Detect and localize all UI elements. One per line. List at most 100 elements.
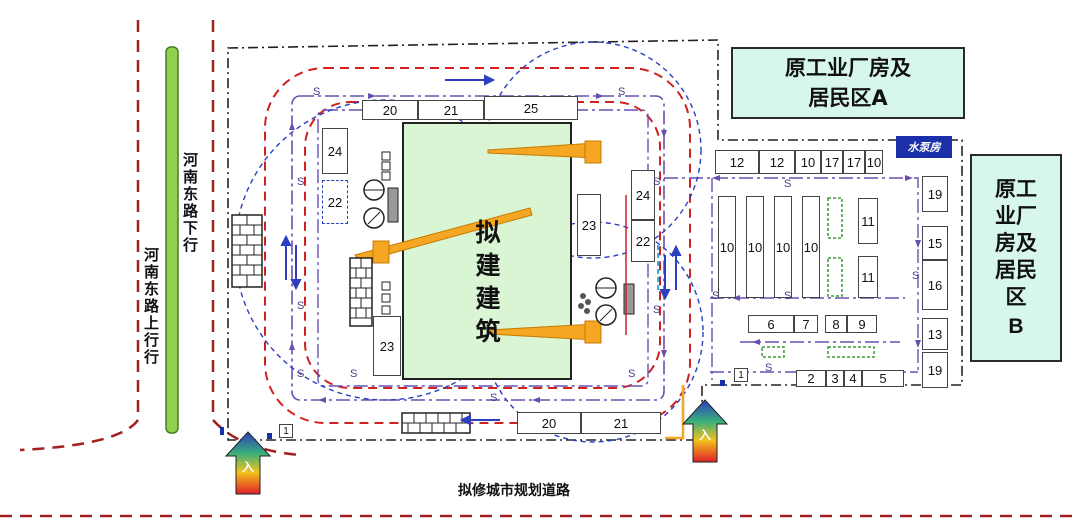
facility-4-label: 4: [849, 371, 857, 386]
s-marker: S: [313, 86, 321, 98]
s-marker: S: [912, 270, 920, 282]
facility-10-col4-label: 10: [803, 239, 819, 255]
facility-15-label: 15: [927, 235, 943, 251]
facility-10-col1: 10: [718, 196, 736, 298]
facility-12a-label: 12: [729, 154, 745, 170]
s-marker: S: [628, 368, 636, 380]
entrance-arrow-right: [681, 399, 729, 463]
facility-10c-label: 10: [866, 154, 882, 170]
brick-stack-bottom: [401, 412, 471, 434]
facility-10-col4: 10: [802, 196, 820, 298]
crane-mast-bottom: [584, 320, 602, 344]
equipment-left: [363, 151, 399, 315]
facility-10-col1-label: 10: [719, 239, 735, 255]
crane-radius-top: [484, 41, 702, 259]
facility-5: 5: [862, 370, 904, 387]
s-marker: S: [297, 368, 305, 380]
zone-a: 原工业厂房及 居民区A: [731, 47, 965, 119]
s-marker: S: [490, 392, 498, 404]
facility-19b: 19: [922, 352, 948, 388]
gate-post-right: [720, 380, 725, 386]
facility-24-right: 24: [631, 170, 655, 220]
facility-17b: 17: [843, 150, 865, 174]
facility-11b-label: 11: [861, 269, 875, 285]
facility-20-bottom-label: 20: [541, 415, 557, 431]
facility-3-label: 3: [831, 371, 839, 386]
brick-stack-inner: [349, 257, 373, 327]
direction-arrows: [280, 74, 682, 426]
facility-25: 25: [484, 96, 578, 120]
facility-12b-label: 12: [769, 154, 785, 170]
facility-21-top: 21: [418, 100, 484, 120]
facility-10-row-label: 10: [800, 154, 816, 170]
zone-b-letter: B: [1008, 315, 1024, 338]
facility-7: 7: [794, 315, 818, 333]
facility-25-label: 25: [523, 100, 539, 116]
facility-24-left-label: 24: [327, 143, 343, 159]
facility-21-bottom: 21: [581, 412, 661, 434]
facility-16: 16: [922, 260, 948, 310]
facility-20-top: 20: [362, 100, 418, 120]
site-boundary: [227, 39, 963, 441]
brick-stack-left: [231, 214, 263, 288]
s-marker: S: [765, 362, 773, 374]
s-marker: S: [297, 176, 305, 188]
facility-22-left: 22: [322, 180, 348, 224]
facility-19a-label: 19: [927, 186, 943, 202]
facility-8: 8: [825, 315, 847, 333]
facility-19b-label: 19: [927, 362, 943, 378]
shrubs: [761, 197, 875, 358]
facility-19a: 19: [922, 176, 948, 212]
route-right-top: [664, 177, 919, 372]
facility-10-row: 10: [795, 150, 821, 174]
s-marker: S: [297, 300, 305, 312]
facility-24-right-label: 24: [635, 187, 651, 203]
facility-10-col2: 10: [746, 196, 764, 298]
facility-10-col2-label: 10: [747, 239, 763, 255]
building-label: 拟 建 建 筑: [470, 183, 506, 348]
facility-7-label: 7: [802, 316, 810, 332]
route-arrows: [289, 93, 921, 403]
equipment-right: [578, 277, 635, 326]
s-marker: S: [653, 304, 661, 316]
road-label-upper: 河南东路下行: [181, 152, 199, 254]
facility-8-label: 8: [832, 316, 840, 332]
facility-2-label: 2: [807, 371, 815, 386]
facility-11a: 11: [858, 198, 878, 244]
s-marker: S: [350, 368, 358, 380]
facility-22-right: 22: [631, 220, 655, 262]
pipe-orange: [665, 385, 685, 440]
pump-house-label: 水泵房: [907, 141, 941, 154]
facility-1-left-label: 1: [283, 425, 289, 437]
facility-1-left: 1: [279, 424, 293, 438]
facility-9-label: 9: [858, 316, 866, 332]
facility-10c: 10: [865, 150, 883, 174]
facility-21-bottom-label: 21: [613, 415, 629, 431]
fence-outer: [264, 67, 691, 424]
facility-9: 9: [847, 315, 877, 333]
facility-1-right-label: 1: [738, 369, 744, 381]
pump-house: 水泵房: [896, 136, 952, 158]
green-median: [165, 46, 179, 434]
facility-1-right: 1: [734, 368, 748, 382]
facility-17a-label: 17: [824, 154, 840, 170]
facility-6: 6: [748, 315, 794, 333]
facility-12a: 12: [715, 150, 759, 174]
gate-post-mid: [267, 433, 272, 439]
facility-3: 3: [826, 370, 844, 387]
facility-17b-label: 17: [846, 154, 862, 170]
facility-11b: 11: [858, 256, 878, 298]
facility-23-right: 23: [577, 194, 601, 256]
facility-23-left: 23: [373, 316, 401, 376]
facility-20-bottom: 20: [517, 412, 581, 434]
facility-10-col3: 10: [774, 196, 792, 298]
fence-inner: [304, 101, 661, 389]
facility-6-label: 6: [767, 316, 775, 332]
road-curve-left: [19, 419, 140, 452]
facility-23-left-label: 23: [379, 338, 395, 354]
facility-2: 2: [796, 370, 826, 387]
facility-21-top-label: 21: [443, 102, 459, 118]
facility-11a-label: 11: [861, 213, 875, 229]
facility-12b: 12: [759, 150, 795, 174]
